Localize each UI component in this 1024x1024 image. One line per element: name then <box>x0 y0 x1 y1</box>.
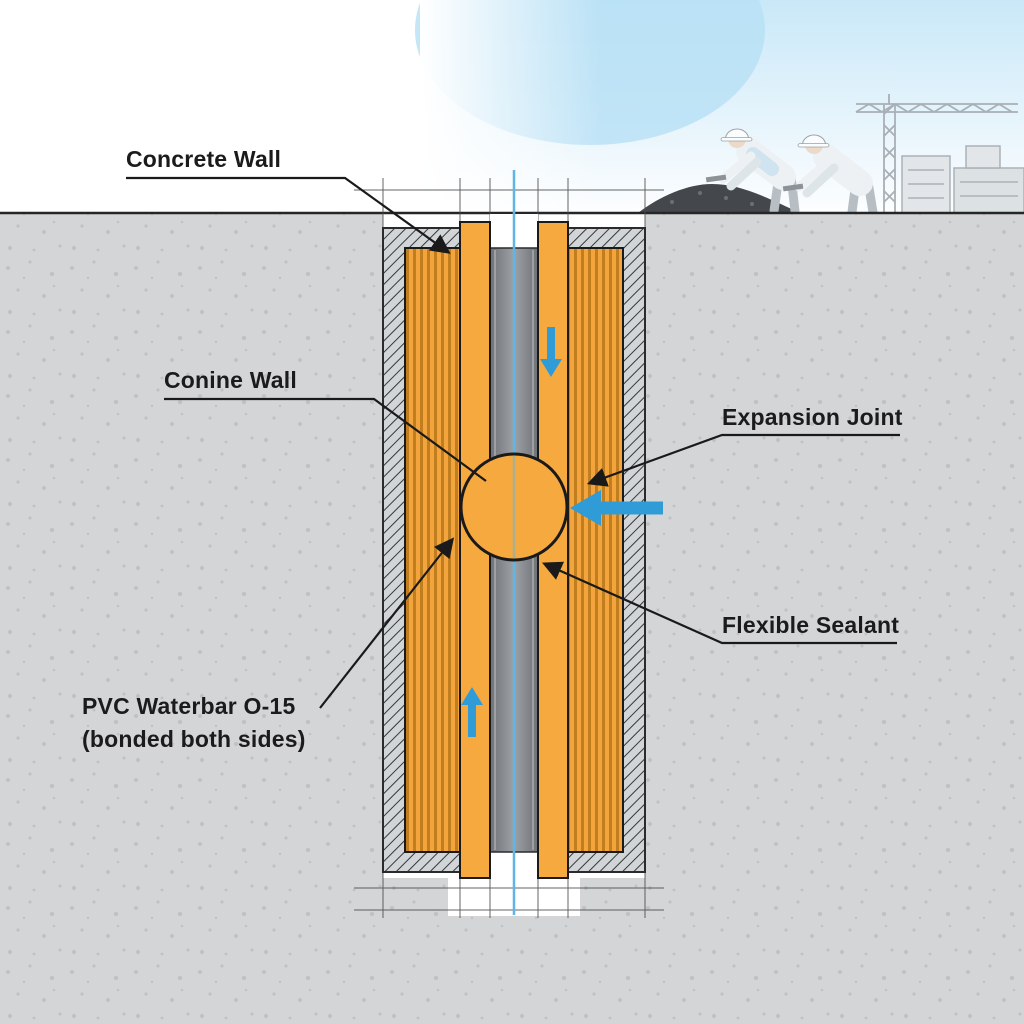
float-tool-icon <box>782 183 804 192</box>
arrow-left-icon <box>570 490 663 526</box>
leader-conine-wall <box>164 397 487 482</box>
label-conine-wall: Conine Wall <box>164 367 297 393</box>
joint-assembly <box>382 170 646 915</box>
buildings <box>901 145 1024 214</box>
sky <box>415 0 1024 214</box>
concrete-pile <box>638 184 800 213</box>
label-pvc-waterbar: PVC Waterbar O-15 (bonded both sides) <box>82 690 306 756</box>
arrow-up-icon <box>461 687 483 737</box>
construction-guide-lines <box>354 178 664 918</box>
leader-expansion-joint <box>586 433 900 487</box>
leader-lines <box>126 176 900 709</box>
leader-concrete-wall <box>126 176 451 254</box>
pile-texture <box>670 191 754 206</box>
label-flexible-sealant: Flexible Sealant <box>722 612 900 638</box>
leader-pvc-waterbar <box>319 537 455 709</box>
pvc-waterbar-left <box>404 247 461 853</box>
movement-arrows <box>461 327 663 737</box>
construction-scene <box>638 94 1024 217</box>
pvc-waterbar-right <box>567 247 624 853</box>
label-pvc-waterbar-line1: PVC Waterbar O-15 <box>82 693 296 719</box>
label-expansion-joint: Expansion Joint <box>722 404 903 430</box>
crane-icon <box>855 94 1018 213</box>
label-pvc-waterbar-line2: (bonded both sides) <box>82 726 306 752</box>
arrow-down-icon <box>540 327 562 377</box>
leader-flexible-sealant <box>541 561 897 645</box>
worker-left <box>705 128 800 216</box>
trowel-icon <box>705 174 727 183</box>
worker-right <box>782 134 878 217</box>
label-concrete-wall: Concrete Wall <box>126 146 282 172</box>
